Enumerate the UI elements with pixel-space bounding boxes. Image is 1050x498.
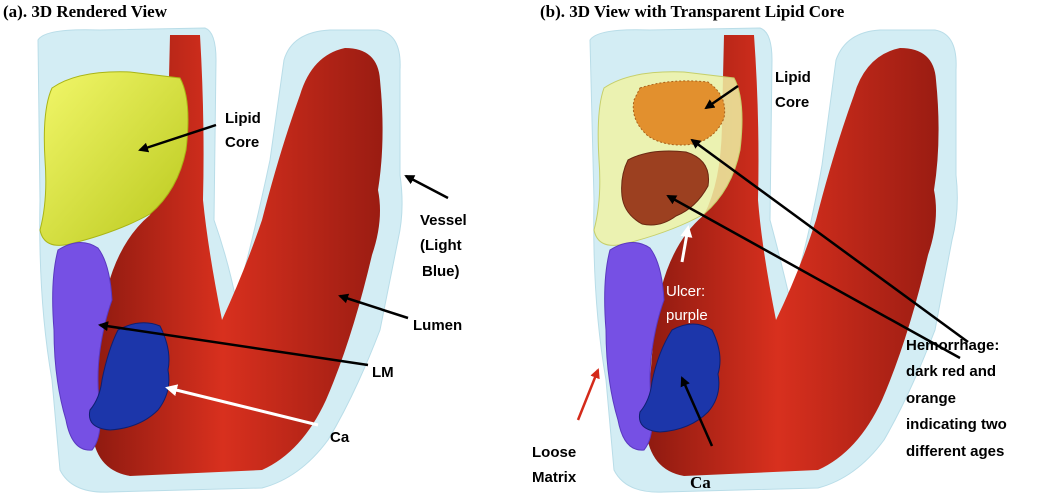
hemorrhage-orange-b — [632, 80, 726, 146]
label-ca-b: Ca — [690, 473, 711, 492]
arrow-lumen-a — [338, 293, 409, 320]
label-ulcer-b-2: purple — [666, 307, 708, 324]
arrow-lipid-a — [138, 123, 217, 153]
panel-a: (a). 3D Rendered View Lipid Core Vessel … — [3, 2, 467, 493]
label-lipid-a-1: Lipid — [225, 110, 261, 127]
calcification-b — [638, 323, 721, 433]
label-vessel-a-1: Vessel — [420, 212, 467, 229]
lipid-core-a — [39, 71, 189, 246]
arrow-ca-b — [680, 376, 714, 447]
label-loose-b-1: Loose — [532, 444, 576, 461]
label-hem-b-4: indicating two — [906, 416, 1007, 433]
panel-a-title: (a). 3D Rendered View — [3, 2, 168, 21]
label-ulcer-b-1: Ulcer: — [666, 283, 705, 300]
calcification-a — [88, 322, 170, 431]
arrow-ulcer-b — [680, 225, 693, 263]
arrow-hem-orange-b — [690, 138, 969, 344]
label-hem-b-5: different ages — [906, 443, 1004, 460]
arrow-lipid-b — [704, 84, 739, 110]
arrow-ca-a — [165, 384, 319, 427]
panel-b-title: (b). 3D View with Transparent Lipid Core — [540, 2, 845, 21]
label-vessel-a-2: (Light — [420, 237, 462, 254]
label-hem-b-1: Hemorrhage: — [906, 337, 999, 354]
label-ca-a: Ca — [330, 429, 350, 446]
arrow-hem-dark-b — [666, 194, 961, 360]
arrow-loose-matrix-b — [576, 368, 600, 421]
label-lipid-a-2: Core — [225, 134, 259, 151]
panel-b: (b). 3D View with Transparent Lipid Core… — [532, 2, 1007, 493]
label-lipid-b-2: Core — [775, 94, 809, 111]
label-lipid-b-1: Lipid — [775, 69, 811, 86]
arrow-vessel-a — [404, 174, 449, 200]
label-hem-b-2: dark red and — [906, 363, 996, 380]
label-lumen-a: Lumen — [413, 317, 462, 334]
label-loose-b-2: Matrix — [532, 469, 577, 486]
label-vessel-a-3: Blue) — [422, 263, 460, 280]
label-hem-b-3: orange — [906, 390, 956, 407]
label-lm-a: LM — [372, 364, 394, 381]
arrow-lm-a — [98, 321, 369, 367]
